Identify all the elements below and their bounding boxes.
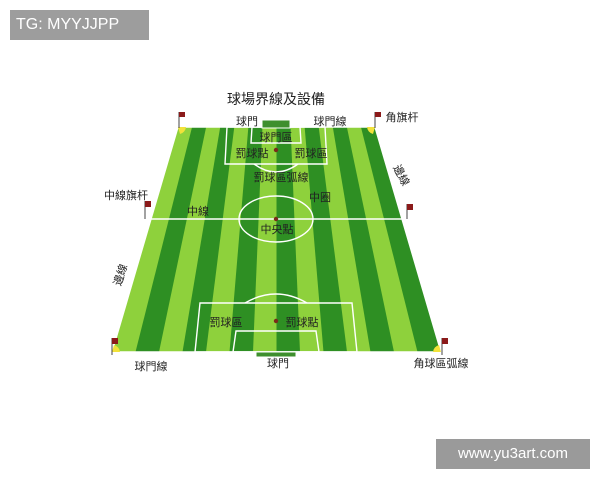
grass-stripe [304,127,347,352]
penalty-arc-bottom [244,293,308,304]
grass-stripe [360,127,441,352]
grass-stripe [332,127,394,352]
label-goal-line-bottom: 球門線 [135,359,168,373]
goal-area-bottom [232,330,320,353]
label-goal-top: 球門 [236,114,258,128]
telegram-watermark: TG: MYYJJPP [10,10,149,40]
flag-halfway-right [406,204,413,219]
diagram-title: 球場界線及設備 [227,92,325,108]
corner-arcs [112,127,441,352]
label-penalty-arc: 罰球區弧線 [254,170,309,184]
goal-top [261,119,291,129]
grass-stripe [276,127,300,352]
goal-bottom [255,351,297,358]
label-corner-flagpole: 角旗杆 [386,110,419,124]
label-penalty-area-bottom: 罰球區 [210,315,243,329]
flag-bottom-right [441,338,448,355]
penalty-area-bottom [194,302,358,353]
label-center-spot: 中央點 [261,223,294,236]
flag-top-left [178,112,185,128]
label-halfway-line: 中線 [187,204,209,218]
label-goal-area-top: 球門區 [260,130,293,144]
penalty-arc-top [253,163,299,173]
center-spot [273,216,279,222]
website-watermark: www.yu3art.com [436,439,590,469]
spots [273,147,279,324]
grass-stripe [135,127,207,352]
grass-stripe [182,127,235,352]
label-touchline-left: 邊線 [110,262,130,287]
flag-halfway-left [144,201,151,219]
penalty-spot-top [273,147,279,153]
label-goal-line-top: 球門線 [314,114,347,128]
flag-top-right [374,112,381,128]
flag-bottom-left [111,338,118,355]
label-penalty-spot-top: 罰球點 [236,146,269,160]
grass-stripe [229,127,263,352]
label-penalty-area-top: 罰球區 [295,146,328,160]
label-halfway-flagpole: 中線旗杆 [104,188,148,202]
corner-flags [111,112,448,355]
pitch-grass [112,127,441,352]
label-goal-bottom: 球門 [267,356,289,370]
center-circle [238,195,314,243]
label-corner-arc: 角球區弧線 [414,356,469,370]
label-touchline-right: 邊線 [390,162,413,188]
penalty-spot-bottom [273,318,279,324]
pitch-markings [111,126,442,353]
label-center-circle: 中圈 [309,191,331,204]
label-penalty-spot-bottom: 罰球點 [286,315,319,329]
